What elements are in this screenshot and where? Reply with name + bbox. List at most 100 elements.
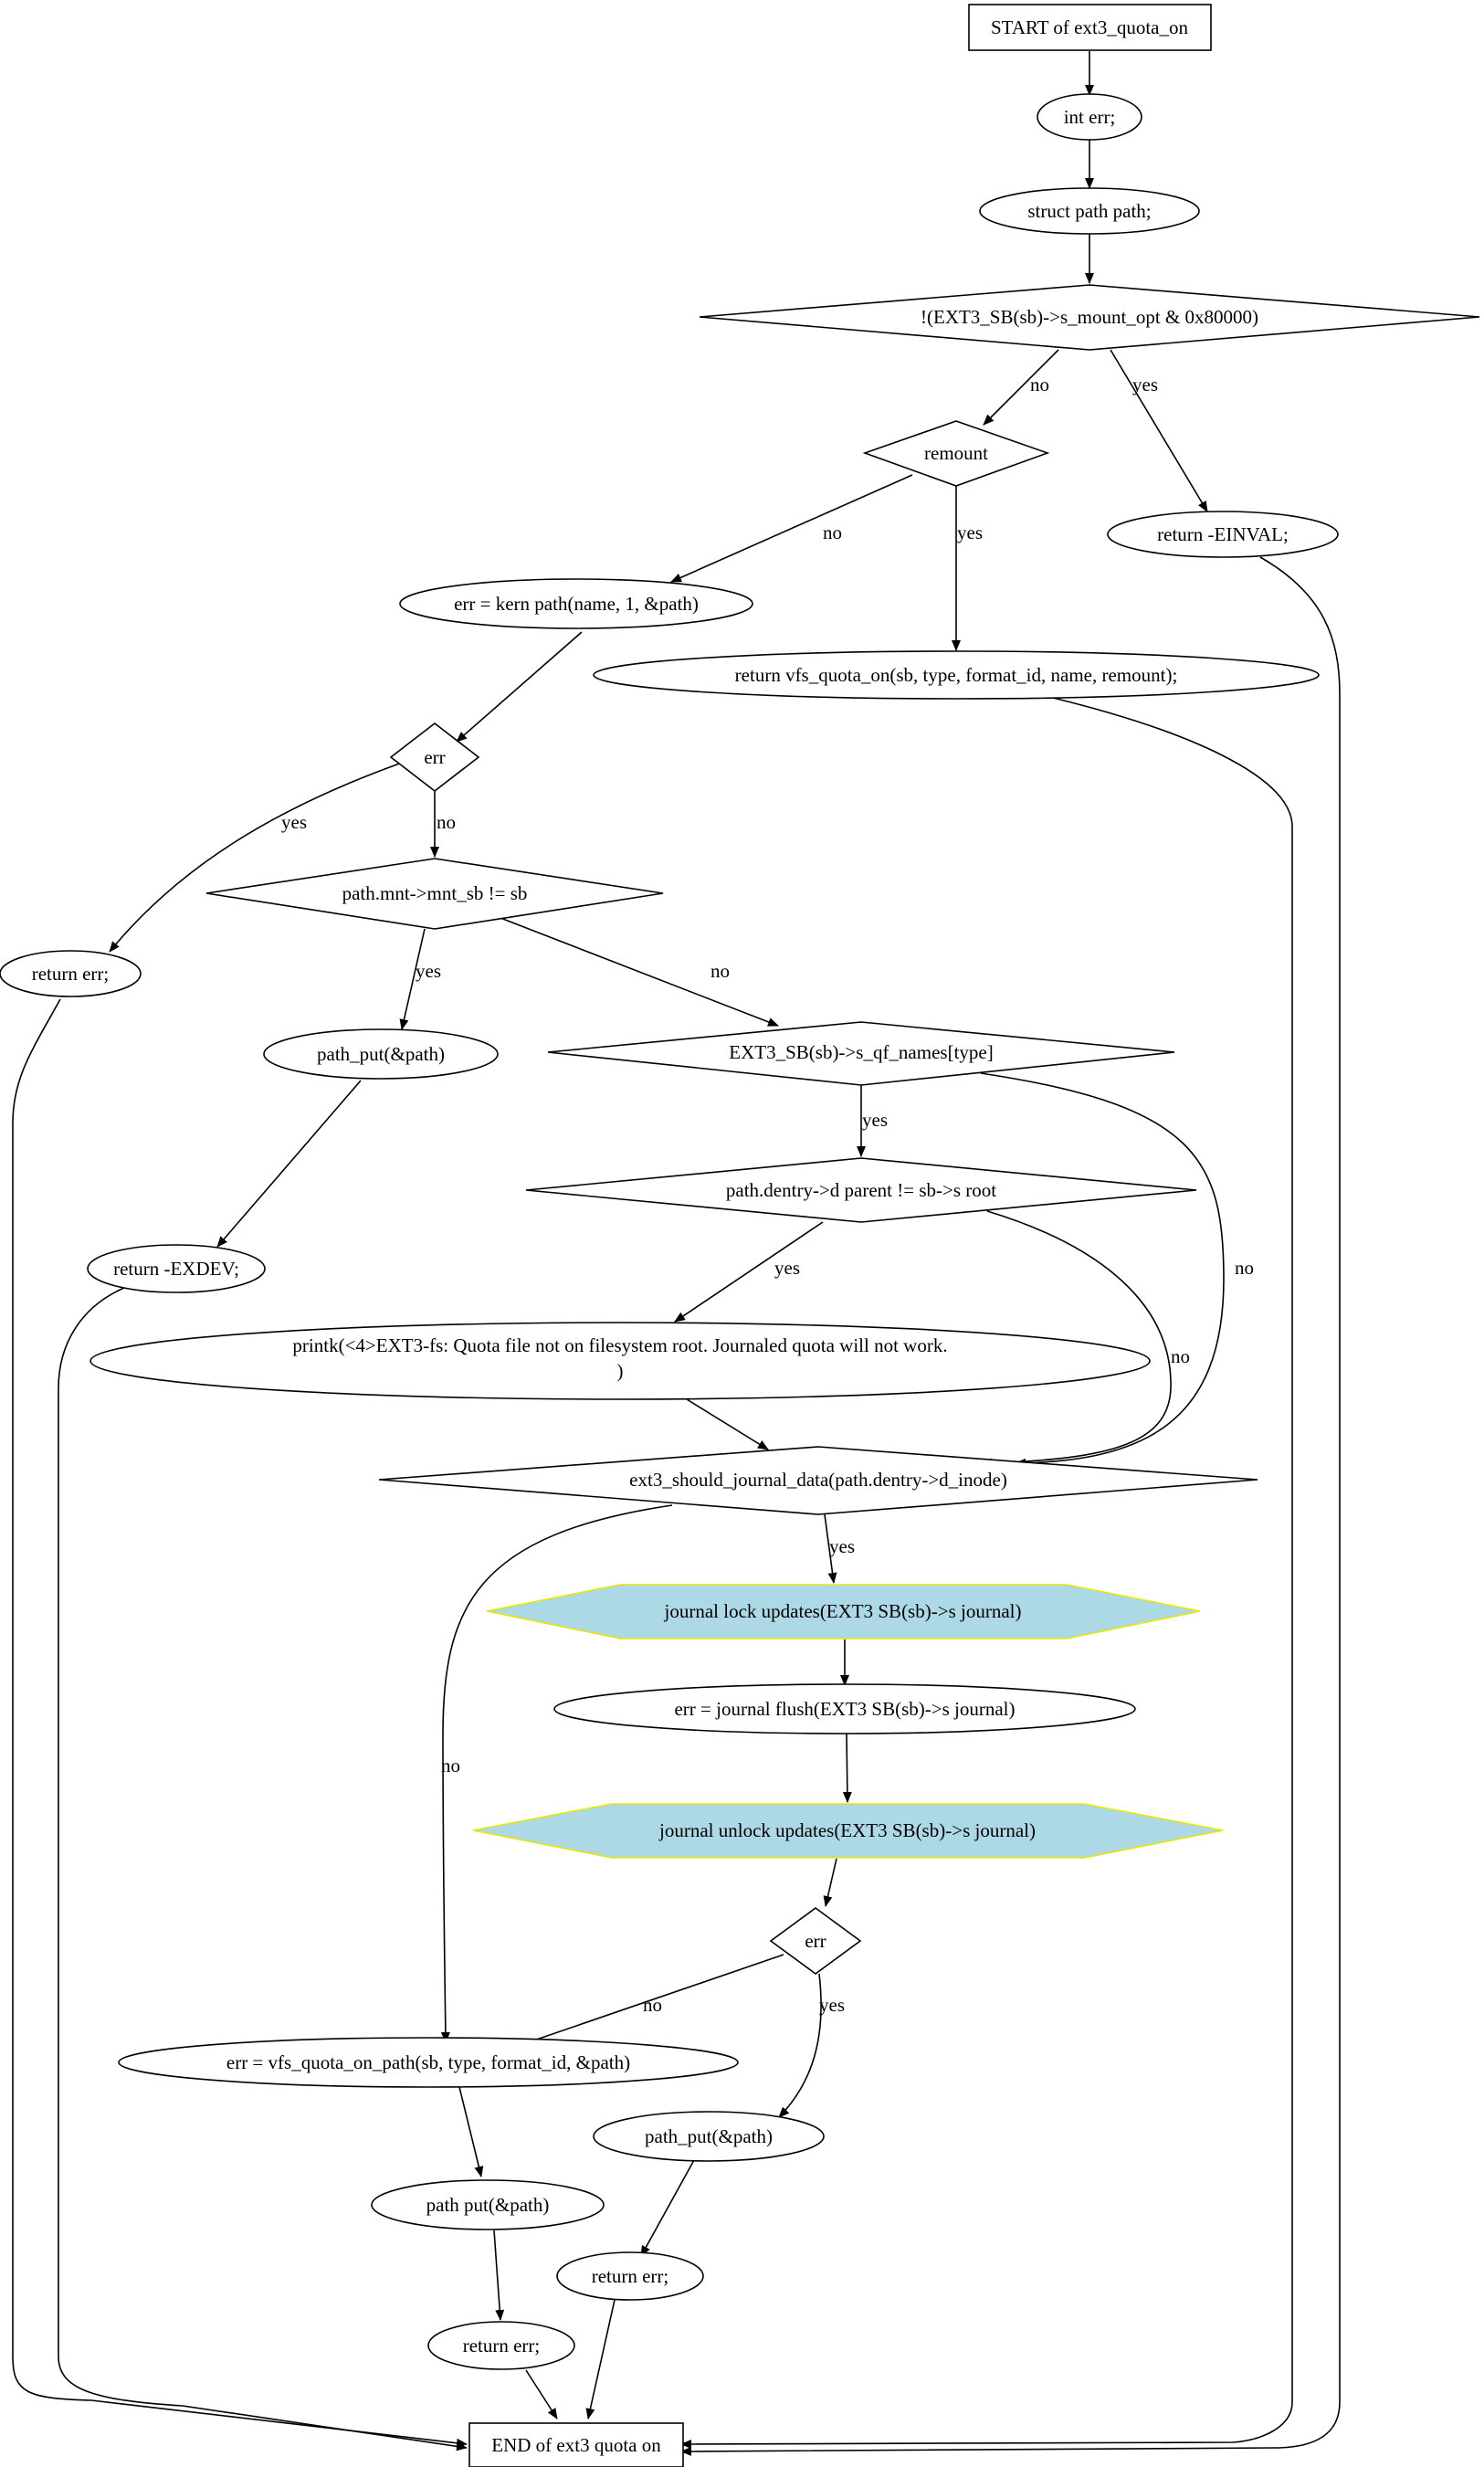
- label-remount-no: no: [823, 522, 842, 543]
- node-kern-path-label: err = kern path(name, 1, &path): [454, 593, 699, 615]
- node-cond-d-parent: path.dentry->d parent != sb->s root: [525, 1157, 1197, 1223]
- node-journal-lock-label: journal lock updates(EXT3 SB(sb)->s jour…: [664, 1600, 1022, 1622]
- node-journal-flush-label: err = journal flush(EXT3 SB(sb)->s journ…: [674, 1698, 1015, 1720]
- node-cond-mount-opt: !(EXT3_SB(sb)->s_mount_opt & 0x80000): [699, 284, 1480, 351]
- node-return-vfs-quota-on: return vfs_quota_on(sb, type, format_id,…: [593, 650, 1320, 700]
- node-cond-qf-names: EXT3_SB(sb)->s_qf_names[type]: [547, 1021, 1175, 1086]
- node-printk: printk(<4>EXT3-fs: Quota file not on fil…: [89, 1322, 1151, 1400]
- node-journal-unlock-label: journal unlock updates(EXT3 SB(sb)->s jo…: [658, 1819, 1036, 1841]
- node-cond-mount-opt-label: !(EXT3_SB(sb)->s_mount_opt & 0x80000): [921, 306, 1258, 328]
- node-printk-label-line2: ): [617, 1360, 624, 1382]
- label-err1-no: no: [437, 811, 456, 833]
- node-return-err-1: return err;: [0, 950, 142, 997]
- edge-path-put3-to-return: [493, 2230, 505, 2321]
- edge-mount-cond-no: [983, 349, 1059, 426]
- label-err2-yes: yes: [819, 1994, 845, 2016]
- node-cond-remount: remount: [862, 420, 1050, 487]
- node-return-exdev: return -EXDEV;: [87, 1244, 266, 1293]
- label-err2-no: no: [643, 1994, 662, 2016]
- label-qf-names-no: no: [1235, 1257, 1254, 1279]
- node-journal-lock: journal lock updates(EXT3 SB(sb)->s jour…: [486, 1584, 1201, 1639]
- node-return-err-1-label: return err;: [32, 963, 110, 985]
- node-return-vfs-quota-on-label: return vfs_quota_on(sb, type, format_id,…: [735, 664, 1178, 686]
- node-int-err-label: int err;: [1064, 106, 1116, 128]
- node-cond-qf-names-label: EXT3_SB(sb)->s_qf_names[type]: [729, 1041, 993, 1063]
- node-start-label: START of ext3_quota_on: [991, 16, 1188, 38]
- node-cond-journal-data: ext3_should_journal_data(path.dentry->d_…: [378, 1446, 1258, 1515]
- node-cond-remount-label: remount: [924, 442, 988, 464]
- edges: [12, 51, 1341, 2456]
- node-return-einval-label: return -EINVAL;: [1157, 523, 1289, 545]
- node-journal-flush: err = journal flush(EXT3 SB(sb)->s journ…: [553, 1683, 1136, 1734]
- node-cond-d-parent-label: path.dentry->d parent != sb->s root: [726, 1179, 996, 1201]
- label-mount-cond-no: no: [1030, 374, 1049, 395]
- edge-return3-to-end: [585, 2299, 616, 2420]
- node-end: END of ext3 quota on: [468, 2422, 684, 2467]
- label-d-parent-yes: yes: [774, 1257, 800, 1279]
- node-return-einval: return -EINVAL;: [1107, 511, 1339, 558]
- label-mnt-sb-yes: yes: [416, 960, 441, 982]
- node-struct-path-label: struct path path;: [1027, 200, 1151, 222]
- node-return-err-2: return err;: [556, 2251, 704, 2301]
- edge-path-put2-to-return: [640, 2159, 695, 2257]
- edge-return2-to-end: [525, 2369, 558, 2420]
- node-printk-label-line1: printk(<4>EXT3-fs: Quota file not on fil…: [292, 1334, 947, 1356]
- edge-einval-to-end: [680, 556, 1341, 2456]
- node-int-err: int err;: [1037, 93, 1142, 141]
- node-cond-journal-data-label: ext3_should_journal_data(path.dentry->d_…: [629, 1469, 1007, 1491]
- node-journal-unlock: journal unlock updates(EXT3 SB(sb)->s jo…: [472, 1803, 1224, 1859]
- node-path-put-3: path put(&path): [371, 2179, 605, 2230]
- label-qf-names-yes: yes: [862, 1109, 888, 1131]
- label-mount-cond-yes: yes: [1132, 374, 1158, 395]
- label-journal-cond-no: no: [441, 1755, 460, 1776]
- node-path-put-2-label: path_put(&path): [645, 2125, 773, 2147]
- edge-err2-yes: [778, 1973, 822, 2118]
- label-err1-yes: yes: [281, 811, 307, 833]
- label-mnt-sb-no: no: [710, 960, 730, 982]
- edge-mnt-sb-no: [500, 917, 779, 1027]
- node-vfs-quota-on-path: err = vfs_quota_on_path(sb, type, format…: [118, 2037, 739, 2088]
- edge-journal-cond-yes: [824, 1513, 837, 1584]
- node-path-put-1: path_put(&path): [263, 1028, 499, 1080]
- edge-journal-cond-no: [440, 1504, 673, 2043]
- edge-kern-path-to-err: [456, 631, 583, 743]
- node-cond-err-2: err: [769, 1907, 862, 1975]
- node-return-err-2-label: return err;: [592, 2265, 669, 2287]
- edge-exdev-to-end: [58, 1287, 468, 2451]
- edge-labels: no yes no yes yes no yes no yes no yes n…: [281, 374, 1254, 2016]
- edge-vfs-quota-on-to-end: [680, 697, 1293, 2449]
- node-cond-err-2-label: err: [805, 1930, 826, 1952]
- edge-path-put1-to-exdev: [216, 1080, 362, 1248]
- edge-return-err1-to-end: [12, 998, 468, 2448]
- edge-mount-cond-yes: [1110, 349, 1208, 512]
- node-cond-mnt-sb: path.mnt->mnt_sb != sb: [205, 858, 664, 930]
- node-path-put-2: path_put(&path): [593, 2111, 825, 2162]
- edge-vfs-path-to-path-put: [458, 2086, 484, 2177]
- node-vfs-quota-on-path-label: err = vfs_quota_on_path(sb, type, format…: [226, 2051, 630, 2073]
- node-path-put-3-label: path put(&path): [426, 2194, 550, 2216]
- edge-mnt-sb-yes: [399, 928, 426, 1030]
- nodes: START of ext3_quota_on int err; struct p…: [0, 4, 1480, 2467]
- label-journal-cond-yes: yes: [829, 1535, 855, 1557]
- edge-err1-yes: [109, 761, 405, 953]
- edge-err2-no: [517, 1954, 784, 2048]
- node-return-exdev-label: return -EXDEV;: [113, 1258, 239, 1280]
- node-kern-path: err = kern path(name, 1, &path): [399, 578, 753, 629]
- edge-qf-names-no: [980, 1072, 1225, 1468]
- node-start: START of ext3_quota_on: [968, 4, 1212, 51]
- label-d-parent-no: no: [1171, 1345, 1190, 1367]
- node-cond-err-1-label: err: [424, 746, 445, 768]
- node-end-label: END of ext3 quota on: [491, 2434, 661, 2456]
- node-path-put-1-label: path_put(&path): [317, 1043, 445, 1065]
- node-cond-err-1: err: [389, 722, 480, 793]
- edge-remount-no: [670, 474, 913, 583]
- edge-unlock-to-err2: [823, 1858, 837, 1907]
- node-return-err-3-label: return err;: [463, 2335, 541, 2356]
- node-struct-path: struct path path;: [979, 187, 1200, 235]
- node-cond-mnt-sb-label: path.mnt->mnt_sb != sb: [342, 882, 528, 904]
- edge-d-parent-yes: [674, 1221, 824, 1323]
- label-remount-yes: yes: [957, 522, 983, 543]
- node-return-err-3: return err;: [427, 2321, 575, 2370]
- edge-d-parent-no: [981, 1210, 1172, 1468]
